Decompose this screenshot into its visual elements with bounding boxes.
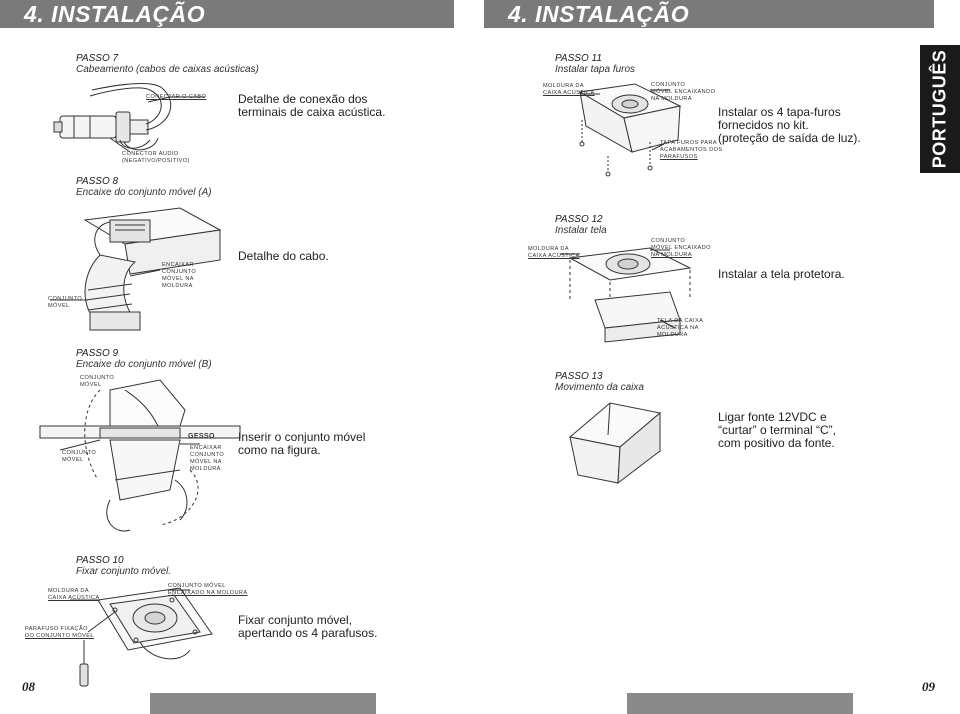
step11-description-line: (proteção de saída de luz).	[718, 131, 861, 145]
step11-label-caps-2: ACABAMENTOS DOS	[660, 147, 723, 153]
left-page-number: 08	[22, 679, 35, 694]
step8-description: Detalhe do cabo.	[238, 250, 329, 263]
step10-label-frame-2: CAIXA ACÚSTICA	[48, 595, 100, 601]
language-side-tab: PORTUGUÊS	[920, 45, 960, 173]
step11-label-module-3: NA MOLDURA	[651, 96, 692, 102]
step8-label-module-2: MÓVEL	[48, 303, 70, 309]
language-tab-label: PORTUGUÊS	[929, 49, 950, 169]
step12-label-module-2: MÓVEL ENCAIXADO	[651, 245, 711, 251]
step13-title: PASSO 13	[555, 371, 603, 382]
step9-description: Inserir o conjunto móvel como na figura.	[238, 431, 365, 457]
step12-label-grille-2: ACÚSTICA NA	[657, 325, 699, 331]
step10-label-screw-1: PARAFUSO FIXAÇÃO	[25, 626, 88, 632]
step8-module-fit-illustration	[40, 200, 240, 340]
step11-label-caps-1: TAPA FUROS PARA	[660, 140, 717, 146]
step8-label-fit-4: MOLDURA	[162, 283, 193, 289]
step10-label-screw-2: DO CONJUNTO MÓVEL	[25, 633, 94, 639]
right-page-number: 09	[922, 679, 935, 694]
step10-label-module-2: ENCAIXADO NA MOLDURA	[168, 590, 248, 596]
step12-label-module-3: NA MOLDURA	[651, 252, 692, 258]
step9-subtitle: Encaixe do conjunto móvel (B)	[76, 359, 212, 370]
step11-subtitle: Instalar tapa furos	[555, 64, 636, 75]
step10-description-line: apertando os 4 parafusos.	[238, 626, 378, 640]
step7-subtitle: Cabeamento (cabos de caixas acústicas)	[76, 64, 259, 75]
left-footer-bar	[150, 693, 376, 714]
step8-description-line: Detalhe do cabo.	[238, 249, 329, 263]
left-header-bar: 4. INSTALAÇÃO	[0, 0, 454, 28]
step8-label-fit-2: CONJUNTO	[162, 269, 197, 275]
step11-label-frame-2: CAIXA ACÚSTICA	[543, 90, 595, 96]
step13-description-line: com positivo da fonte.	[718, 436, 835, 450]
step11-label-module-2: MÓVEL ENCAIXANDO	[651, 89, 716, 95]
step12-subtitle: Instalar tela	[555, 225, 607, 236]
step7-cable-connection-illustration	[50, 80, 230, 160]
right-header-bar: 4. INSTALAÇÃO	[484, 0, 934, 28]
step12-label-grille-1: TELA DA CAIXA	[657, 318, 704, 324]
step12-label-frame-1: MOLDURA DA	[528, 246, 569, 252]
step9-label-module-top-2: MÓVEL	[80, 382, 102, 388]
step8-subtitle: Encaixe do conjunto móvel (A)	[76, 187, 212, 198]
step11-label-caps-3: PARAFUSOS	[660, 154, 698, 160]
step9-description-line: como na figura.	[238, 443, 321, 457]
step9-label-fit-1: ENCAIXAR	[190, 445, 222, 451]
step10-title: PASSO 10	[76, 555, 124, 566]
step9-label-plaster: GESSO	[188, 433, 215, 440]
step7-label-polarity: (NEGATIVO/POSITIVO)	[122, 158, 190, 164]
step13-subtitle: Movimento da caixa	[555, 382, 644, 393]
step13-description: Ligar fonte 12VDC e “curtar” o terminal …	[718, 411, 836, 450]
step11-label-module-1: CONJUNTO	[651, 82, 686, 88]
step8-label-fit-1: ENCAIXAR	[162, 262, 194, 268]
step7-description-line: Detalhe de conexão dos	[238, 92, 368, 106]
step12-description: Instalar a tela protetora.	[718, 268, 845, 281]
step9-title: PASSO 9	[76, 348, 119, 359]
step12-label-module-1: CONJUNTO	[651, 238, 686, 244]
step7-label-connect-cable: CONECTAR O CABO	[146, 94, 207, 100]
step7-title: PASSO 7	[76, 53, 119, 64]
step9-ceiling-insert-illustration	[40, 370, 240, 540]
step11-description-line: fornecidos no kit.	[718, 118, 809, 132]
step12-label-frame-2: CAIXA ACÚSTICA	[528, 253, 580, 259]
step10-description-line: Fixar conjunto móvel,	[238, 613, 353, 627]
step12-description-line: Instalar a tela protetora.	[718, 267, 845, 281]
step10-description: Fixar conjunto móvel, apertando os 4 par…	[238, 614, 377, 640]
step11-title: PASSO 11	[555, 53, 602, 64]
step9-label-fit-4: MOLDURA	[190, 466, 221, 472]
step9-label-module-left-2: MÓVEL	[62, 457, 84, 463]
step8-label-fit-3: MÓVEL NA	[162, 276, 194, 282]
right-footer-bar	[627, 693, 853, 714]
step9-description-line: Inserir o conjunto móvel	[238, 430, 366, 444]
step13-description-line: Ligar fonte 12VDC e	[718, 410, 827, 424]
step7-description-line: terminais de caixa acústica.	[238, 105, 386, 119]
step12-grille-illustration	[540, 240, 720, 350]
step12-title: PASSO 12	[555, 214, 603, 225]
step9-label-module-top-1: CONJUNTO	[80, 375, 115, 381]
step11-description-line: Instalar os 4 tapa-furos	[718, 105, 841, 119]
step7-label-connector: CONECTOR AUDIO	[122, 151, 179, 157]
step11-plug-caps-illustration	[540, 80, 720, 180]
step13-box-movement-illustration	[560, 395, 680, 485]
step11-description: Instalar os 4 tapa-furos fornecidos no k…	[718, 106, 861, 145]
step10-label-frame-1: MOLDURA DA	[48, 588, 89, 594]
step9-label-fit-2: CONJUNTO	[190, 452, 225, 458]
left-header-title: 4. INSTALAÇÃO	[24, 1, 206, 27]
step10-label-module-1: CONJUNTO MÓVEL	[168, 583, 226, 589]
right-header-title: 4. INSTALAÇÃO	[508, 1, 690, 27]
step8-label-module-1: CONJUNTO	[48, 296, 83, 302]
step10-screw-fixing-illustration	[40, 580, 240, 688]
step9-label-module-left-1: CONJUNTO	[62, 450, 97, 456]
step10-subtitle: Fixar conjunto móvel.	[76, 566, 172, 577]
step8-title: PASSO 8	[76, 176, 119, 187]
step7-description: Detalhe de conexão dos terminais de caix…	[238, 93, 385, 119]
step13-description-line: “curtar” o terminal “C”,	[718, 423, 837, 437]
step12-label-grille-3: MOLDURA	[657, 332, 688, 338]
step11-label-frame-1: MOLDURA DA	[543, 83, 584, 89]
step9-label-fit-3: MÓVEL NA	[190, 459, 222, 465]
